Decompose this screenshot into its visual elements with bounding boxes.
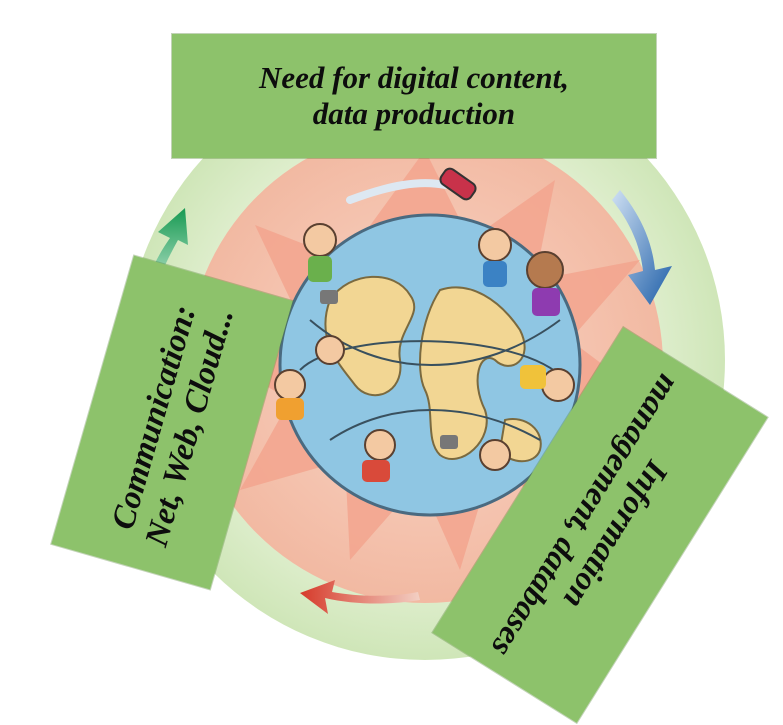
children-holding-hands xyxy=(274,223,575,482)
rocket-icon xyxy=(346,167,477,204)
blue-cycle-arrow xyxy=(612,190,672,305)
globe-illustration xyxy=(278,213,582,517)
box-digital-content: Need for digital content, data productio… xyxy=(172,34,656,158)
box-top-line1: Need for digital content, xyxy=(259,60,569,96)
red-cycle-arrow xyxy=(300,580,420,614)
box-top-line2: data production xyxy=(312,96,516,131)
